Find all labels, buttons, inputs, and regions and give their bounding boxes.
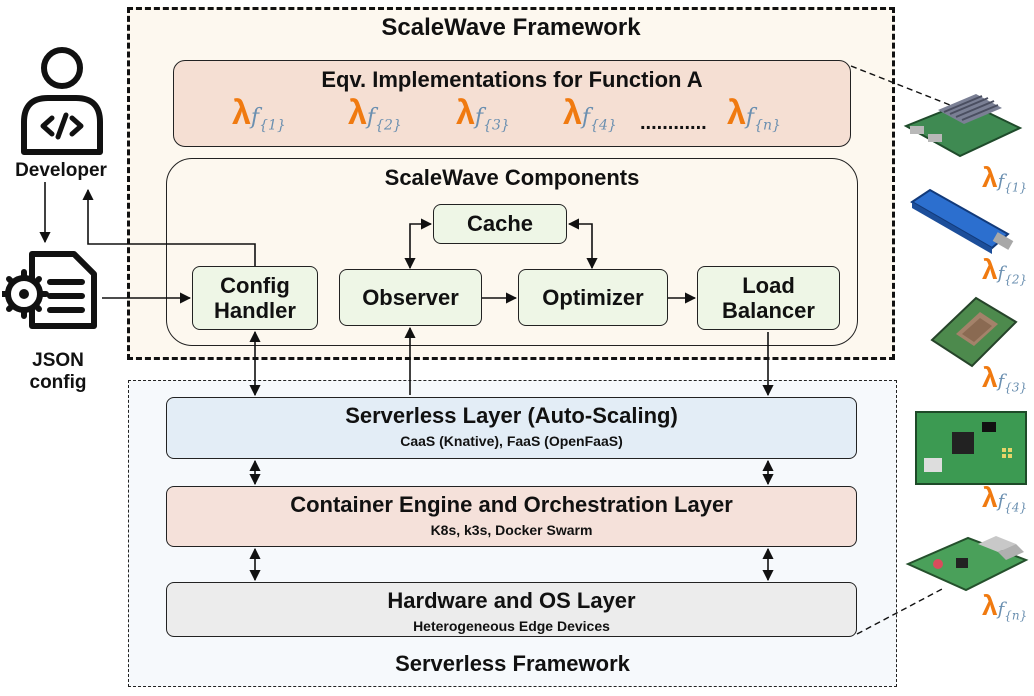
load-balancer-box: Load Balancer	[697, 266, 840, 330]
container-engine-layer-subtitle: K8s, k3s, Docker Swarm	[430, 522, 593, 538]
edge-device-n-icon	[905, 536, 1029, 592]
serverless-layer-title: Serverless Layer (Auto-Scaling)	[345, 403, 678, 428]
serverless-layer-subtitle: CaaS (Knative), FaaS (OpenFaaS)	[400, 433, 623, 449]
lambda-f2-icon: λf{2}	[348, 94, 402, 134]
edge-device-1-icon	[903, 94, 1023, 158]
observer-box: Observer	[339, 269, 482, 326]
optimizer-box: Optimizer	[518, 269, 668, 326]
device-n-lambda-icon: λf{n}	[982, 590, 1028, 623]
hardware-os-layer-title: Hardware and OS Layer	[387, 588, 636, 613]
cache-box: Cache	[433, 204, 567, 244]
eqv-implementations-box: Eqv. Implementations for Function A	[173, 60, 851, 147]
developer-icon	[21, 47, 103, 155]
device-2-lambda-icon: λf{2}	[982, 254, 1028, 287]
json-config-label: JSON config	[29, 350, 87, 393]
container-engine-layer: Container Engine and Orchestration Layer…	[166, 486, 857, 547]
hardware-os-layer-subtitle: Heterogeneous Edge Devices	[413, 618, 610, 634]
edge-device-3-icon	[930, 296, 1018, 368]
lambda-fn-icon: λf{n}	[727, 94, 781, 134]
edge-device-2-icon	[910, 188, 1014, 254]
json-config-icon	[2, 251, 97, 329]
lambda-f1-icon: λf{1}	[232, 94, 286, 134]
ellipsis: ............	[640, 112, 707, 134]
serverless-framework-title: Serverless Framework	[395, 651, 630, 676]
config-handler-box: Config Handler	[192, 266, 318, 330]
lambda-f3-icon: λf{3}	[456, 94, 510, 134]
serverless-layer: Serverless Layer (Auto-Scaling) CaaS (Kn…	[166, 397, 857, 459]
device-3-lambda-icon: λf{3}	[982, 362, 1028, 395]
device-4-lambda-icon: λf{4}	[982, 482, 1028, 515]
edge-device-4-icon	[915, 411, 1027, 485]
developer-label: Developer	[15, 160, 107, 181]
hardware-os-layer: Hardware and OS Layer Heterogeneous Edge…	[166, 582, 857, 637]
lambda-f4-icon: λf{4}	[563, 94, 617, 134]
scalewave-framework-title: ScaleWave Framework	[381, 14, 641, 41]
container-engine-layer-title: Container Engine and Orchestration Layer	[290, 492, 733, 517]
device-1-lambda-icon: λf{1}	[982, 162, 1028, 195]
eqv-implementations-title: Eqv. Implementations for Function A	[321, 67, 703, 92]
scalewave-components-title: ScaleWave Components	[384, 165, 640, 190]
